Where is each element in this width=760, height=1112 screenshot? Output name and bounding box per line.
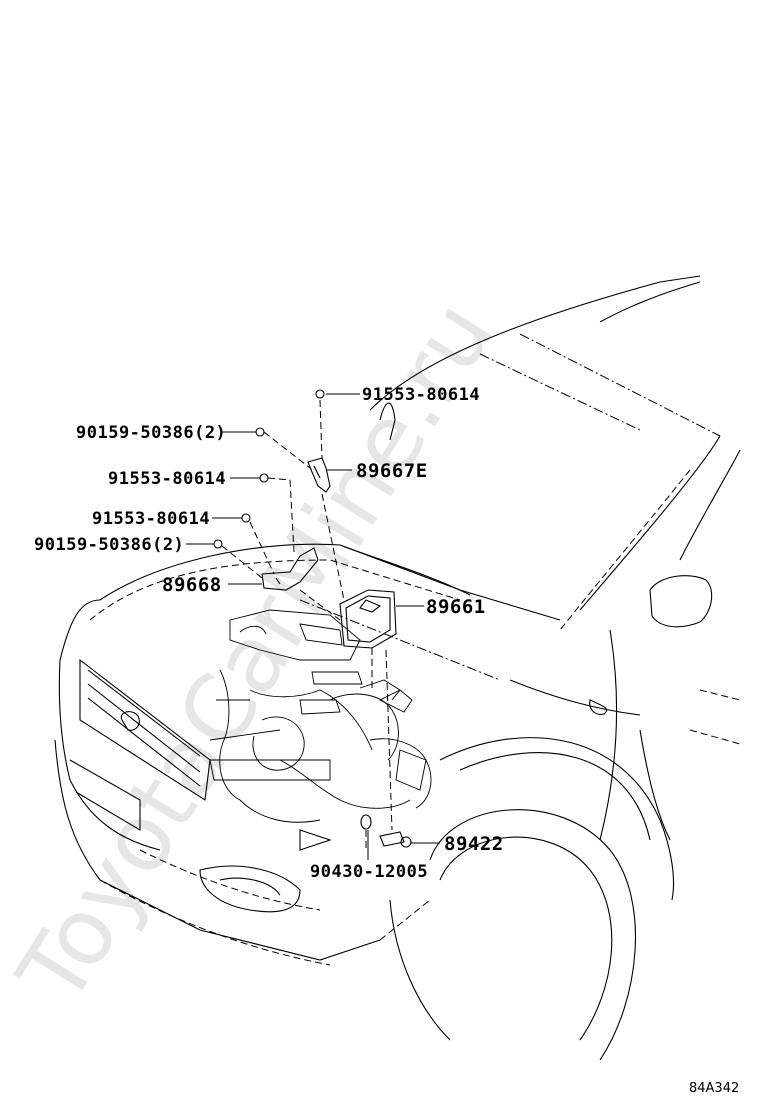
part-label-bolt-left-2[interactable]: 91553-80614 — [108, 469, 226, 489]
part-label-bolt-top[interactable]: 91553-80614 — [362, 385, 480, 405]
part-label-sensor[interactable]: 89422 — [444, 833, 504, 855]
part-label-bolt-left-4[interactable]: 90159-50386(2) — [34, 535, 184, 555]
part-label-bolt-left-1[interactable]: 90159-50386(2) — [76, 423, 226, 443]
bracket-lower-shape — [261, 547, 319, 591]
bolt-icon — [213, 539, 223, 549]
sensor-shape — [360, 814, 412, 848]
part-label-ecu[interactable]: 89661 — [426, 596, 486, 618]
part-label-gasket[interactable]: 90430-12005 — [310, 862, 428, 882]
part-label-bracket-upper[interactable]: 89667E — [356, 460, 428, 482]
assembly-guides — [221, 399, 393, 850]
vehicle-outline — [54, 275, 741, 1061]
bracket-upper-shape — [307, 457, 331, 493]
bolt-icon — [255, 427, 265, 437]
part-label-bolt-left-3[interactable]: 91553-80614 — [92, 509, 210, 529]
sensor-icon — [400, 836, 412, 848]
diagram-reference-code: 84A342 — [689, 1081, 739, 1096]
ecu-shape — [339, 589, 397, 649]
bolt-icon — [259, 473, 269, 483]
leader-lines — [186, 393, 440, 860]
part-labels: 91553-80614 90159-50386(2) 89667E 91553-… — [34, 385, 504, 882]
bolt-icon — [315, 389, 325, 399]
gasket-icon — [360, 814, 372, 830]
part-label-bracket-lower[interactable]: 89668 — [162, 574, 222, 596]
bolt-icon — [241, 513, 251, 523]
